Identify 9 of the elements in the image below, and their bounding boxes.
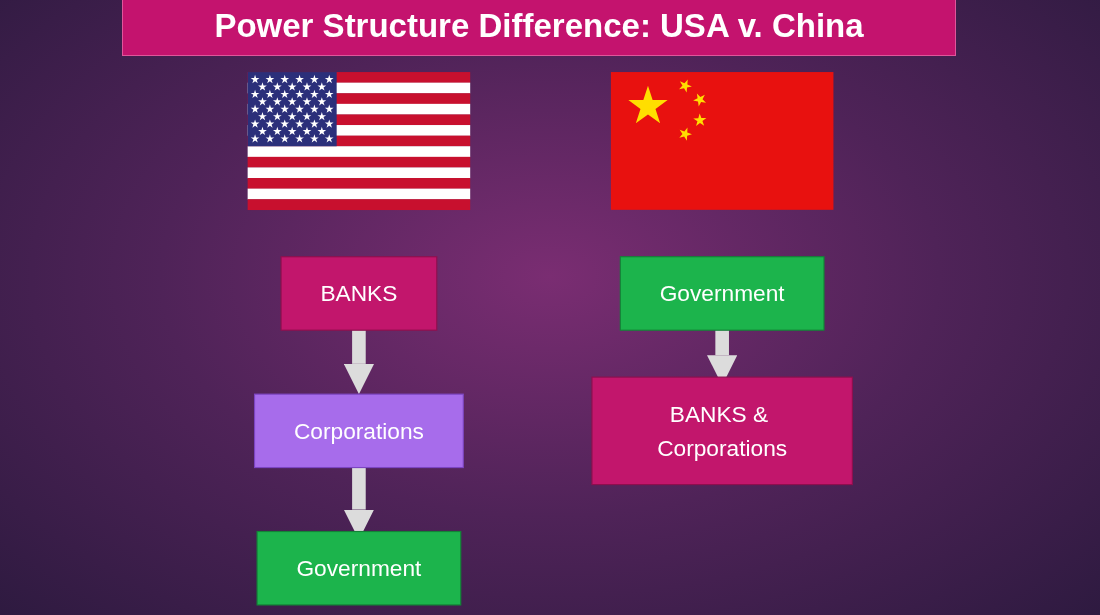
title: Power Structure Difference: USA v. China xyxy=(122,0,956,56)
arrow xyxy=(343,330,375,395)
us-flag-drawing xyxy=(247,72,471,211)
process-box: Government xyxy=(619,256,825,331)
process-box: BANKS & Corporations xyxy=(591,376,853,486)
china-flag-drawing xyxy=(610,72,834,210)
process-box: Corporations xyxy=(254,393,464,469)
process-box: Government xyxy=(256,530,462,606)
process-box: BANKS xyxy=(280,256,438,331)
